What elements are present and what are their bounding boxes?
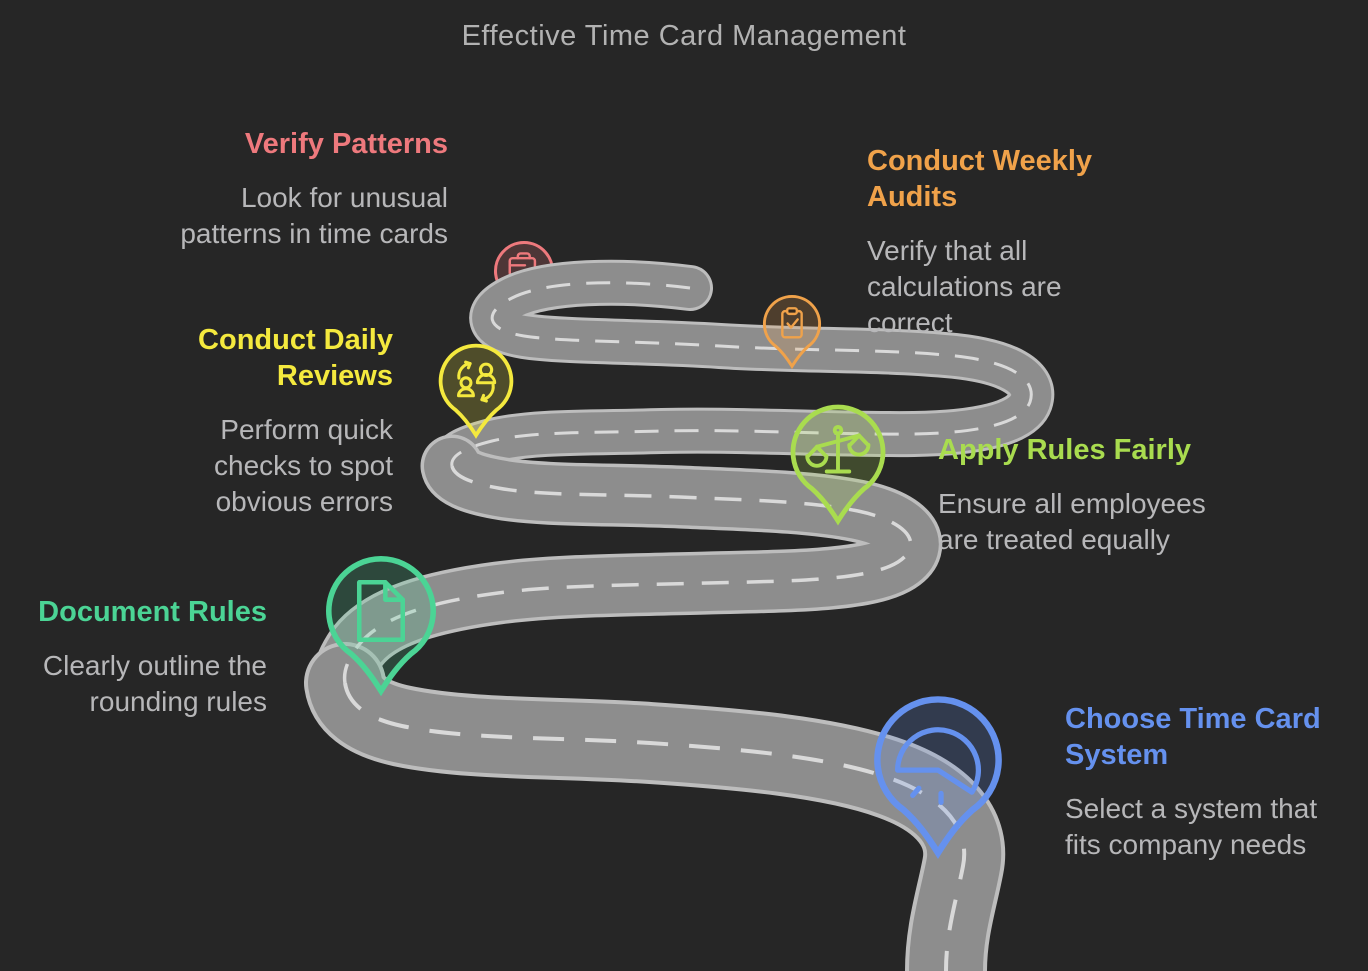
step-block-document-rules: Document Rules Clearly outline the round… [12,594,267,720]
document-rules-pin [326,556,436,697]
step-block-apply-rules-fairly: Apply Rules Fairly Ensure all employees … [938,432,1228,558]
road-centerline-top [450,281,1033,467]
step-title: Document Rules [38,596,267,628]
step-description: Perform quick checks to spot obvious err… [214,414,393,517]
step-title: Conduct Weekly Audits [867,145,1093,213]
step-description: Ensure all employees are treated equally [938,488,1206,555]
step-title: Verify Patterns [244,128,448,160]
balance-scale-icon [805,424,871,474]
choose-time-card-system-pin [874,696,1002,860]
step-description: Select a system that fits company needs [1065,793,1318,860]
clipboard-check-icon [781,307,803,339]
pin-shape [874,696,1002,860]
step-title: Apply Rules Fairly [938,434,1192,466]
step-description: Look for unusual patterns in time cards [180,182,448,249]
road-centerline-bottom [343,682,967,971]
document-icon [356,580,406,642]
pin-shape [438,343,514,439]
page-title: Effective Time Card Management [461,20,907,52]
step-description: Verify that all calculations are correct [867,235,1062,338]
step-description: Clearly outline the rounding rules [42,650,267,717]
pin-shape [762,294,822,370]
step-title: Choose Time Card System [1065,703,1321,771]
pin-shape [326,556,436,697]
road [304,259,1055,971]
conduct-weekly-audits-pin [762,294,822,370]
road-centerline-middle [342,465,913,684]
step-block-choose-time-card-system: Choose Time Card System Select a system … [1065,701,1337,863]
step-title: Conduct Daily Reviews [198,324,393,392]
step-block-conduct-weekly-audits: Conduct Weekly Audits Verify that all ca… [867,143,1117,341]
step-block-conduct-daily-reviews: Conduct Daily Reviews Perform quick chec… [143,322,393,520]
step-block-verify-patterns: Verify Patterns Look for unusual pattern… [168,126,448,252]
apply-rules-fairly-pin [790,404,886,526]
gauge-icon [894,727,981,806]
conduct-daily-reviews-pin [438,343,514,439]
people-swap-icon [457,360,497,403]
road-body-bottom [308,646,1002,971]
